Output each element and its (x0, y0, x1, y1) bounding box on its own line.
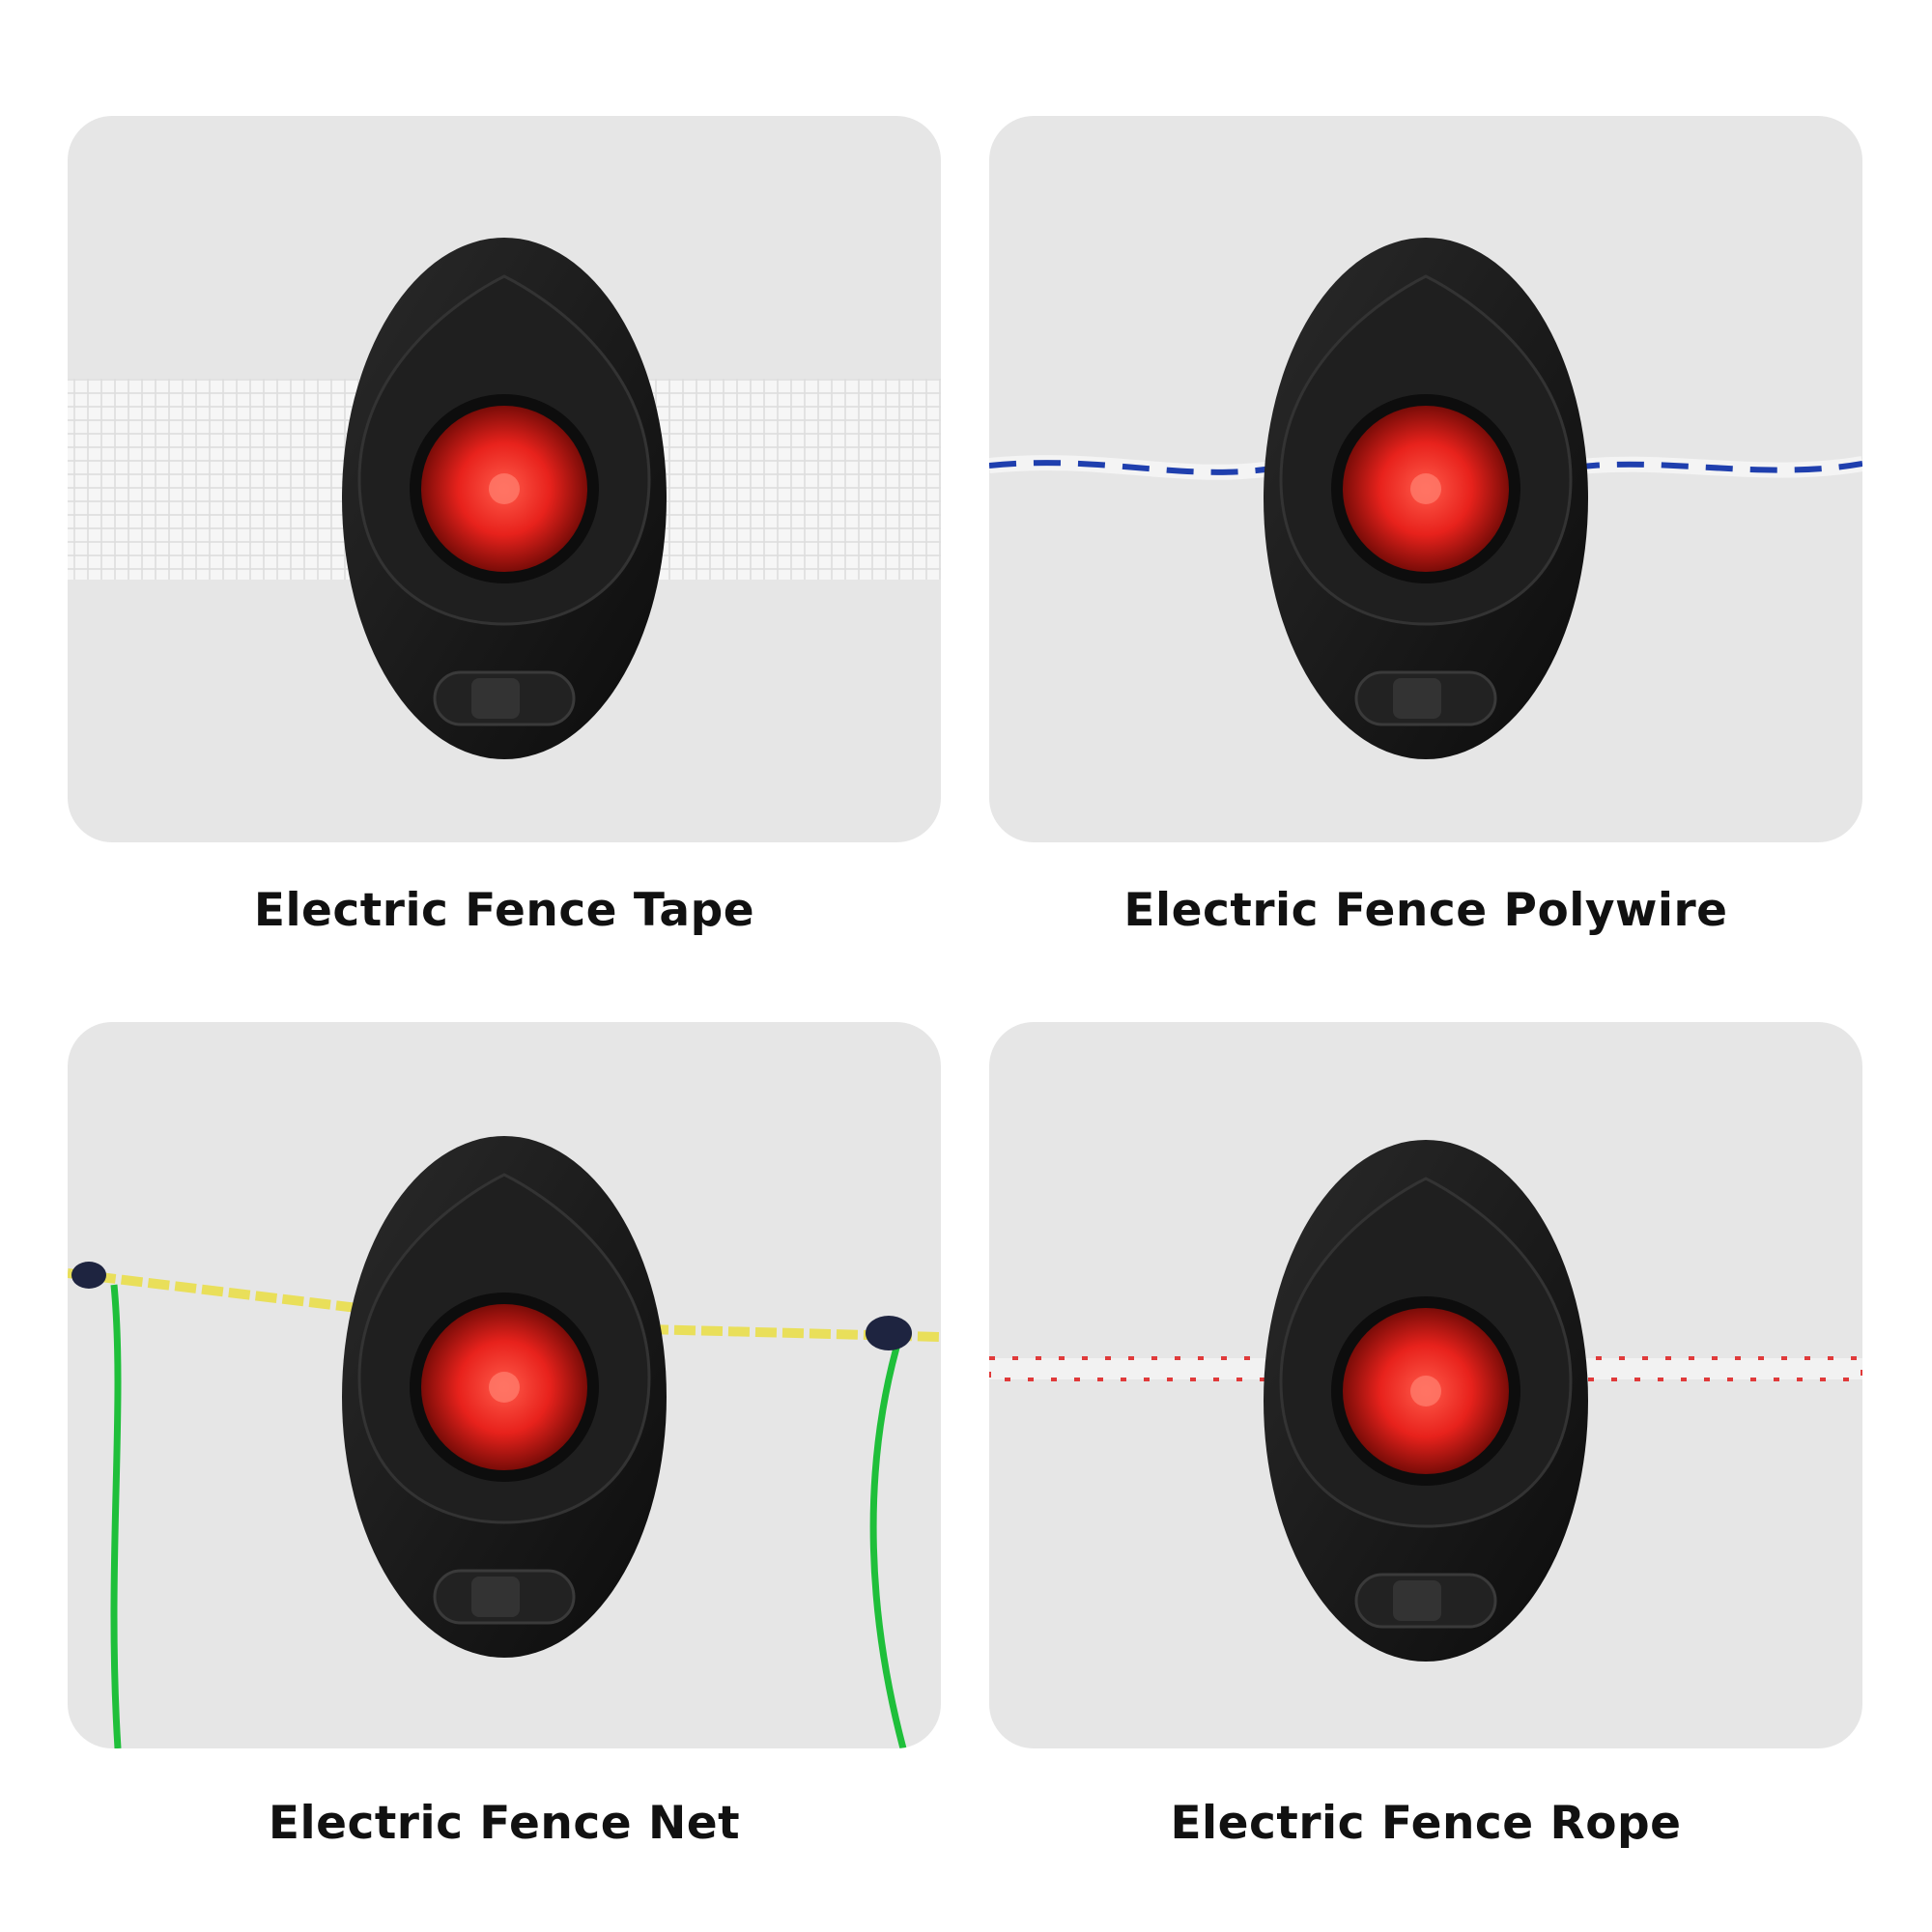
panel-tape (68, 116, 941, 842)
fence-indicator-device (342, 238, 667, 759)
caption-polywire: Electric Fence Polywire (1123, 884, 1728, 937)
fence-indicator-device (342, 1136, 667, 1658)
fence-rope (989, 1356, 1862, 1381)
panel-net (68, 1022, 941, 1748)
fence-indicator-device (1264, 238, 1588, 759)
net-photo (68, 1136, 941, 1748)
polywire-photo (989, 238, 1862, 759)
rope-photo (989, 1140, 1862, 1662)
panel-polywire (989, 116, 1862, 842)
tape-photo (68, 238, 941, 759)
caption-rope: Electric Fence Rope (1170, 1797, 1682, 1850)
fence-net (68, 1262, 941, 1748)
fence-indicator-device (1264, 1140, 1588, 1662)
caption-tape: Electric Fence Tape (253, 884, 755, 937)
caption-net: Electric Fence Net (268, 1797, 741, 1850)
panel-rope (989, 1022, 1862, 1748)
fence-polywire (989, 455, 1862, 480)
